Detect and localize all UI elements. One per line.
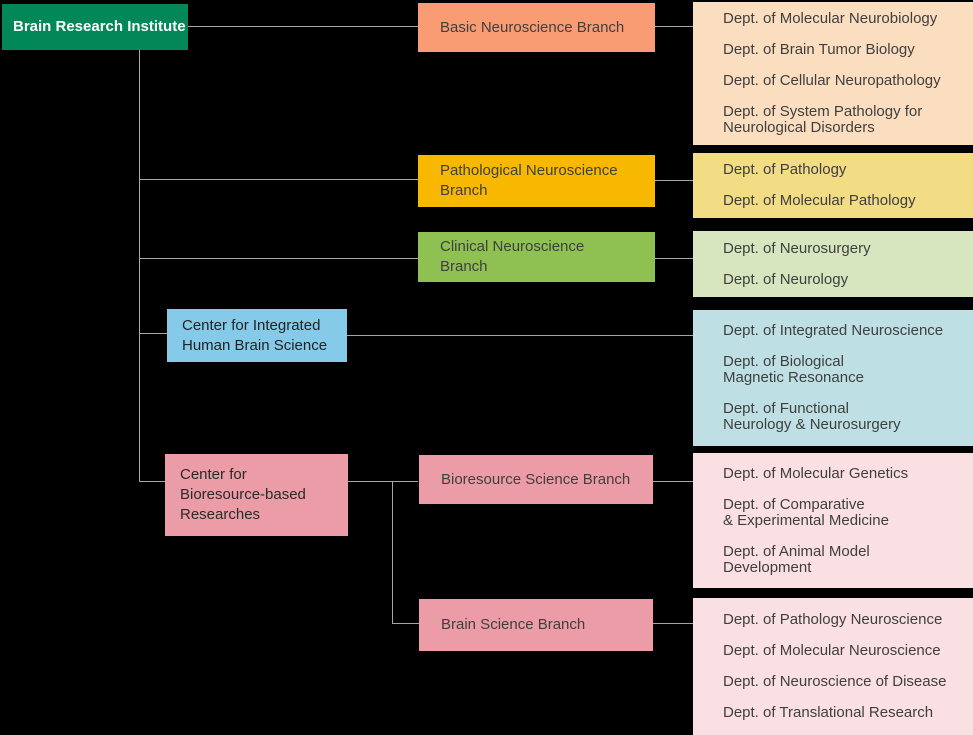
connector-clinical-to-list xyxy=(655,258,693,259)
connector-trunk-to-pathological xyxy=(139,179,418,180)
branch-node-bioresource-science: Bioresource Science Branch xyxy=(419,455,653,504)
connector-brainscience-to-list xyxy=(653,623,693,624)
branch-node-brain-science: Brain Science Branch xyxy=(419,599,653,651)
dept-item: Dept. of Molecular Genetics xyxy=(723,464,909,482)
branch-node-clinical-neuroscience: Clinical Neuroscience Branch xyxy=(418,232,655,282)
center-node-integrated-human-brain-science: Center for Integrated Human Brain Scienc… xyxy=(167,309,347,362)
dept-item: Dept. of Comparative & Experimental Medi… xyxy=(723,495,889,529)
center-node-bioresource-based-researches: Center for Bioresource-based Researches xyxy=(165,454,348,536)
connector-bioscience-to-list xyxy=(653,481,693,482)
dept-item: Dept. of Integrated Neuroscience xyxy=(723,322,944,339)
dept-item: Dept. of Neurosurgery xyxy=(723,239,871,257)
branch-node-basic-neuroscience: Basic Neuroscience Branch xyxy=(418,3,655,52)
branch-node-label: Brain Science Branch xyxy=(441,616,586,633)
dept-item: Dept. of Translational Research xyxy=(723,704,934,721)
connector-trunk-to-biocenter xyxy=(139,481,165,482)
dept-item: Dept. of System Pathology for Neurologic… xyxy=(723,103,923,136)
root-node-brain-research-institute: Brain Research Institute xyxy=(2,4,188,50)
connector-trunk-vertical xyxy=(139,50,140,482)
dept-item: Dept. of Molecular Neuroscience xyxy=(723,642,941,659)
connector-trunk-to-integrated xyxy=(139,333,167,334)
dept-item: Dept. of Pathology Neuroscience xyxy=(723,611,943,628)
dept-item: Dept. of Molecular Neurobiology xyxy=(723,10,938,27)
center-node-label: Center for Integrated Human Brain Scienc… xyxy=(182,316,328,354)
connector-biocenter-to-bioscience xyxy=(348,481,418,482)
dept-list-bioresource-science: Dept. of Molecular Genetics Dept. of Com… xyxy=(693,453,973,588)
dept-item: Dept. of Animal Model Development xyxy=(723,542,870,576)
dept-item: Dept. of Functional Neurology & Neurosur… xyxy=(723,400,901,433)
branch-node-label: Clinical Neuroscience Branch xyxy=(440,238,585,275)
branch-node-label: Basic Neuroscience Branch xyxy=(440,18,625,36)
branch-node-label: Pathological Neuroscience Branch xyxy=(440,162,618,199)
dept-item: Dept. of Cellular Neuropathology xyxy=(723,72,941,89)
branch-node-label: Bioresource Science Branch xyxy=(441,470,631,488)
center-node-label: Center for Bioresource-based Researches xyxy=(180,466,306,523)
connector-root-to-basic xyxy=(188,26,418,27)
dept-item: Dept. of Biological Magnetic Resonance xyxy=(723,353,864,386)
dept-list-clinical-neuroscience: Dept. of Neurosurgery Dept. of Neurology xyxy=(693,231,973,297)
dept-list-pathological-neuroscience: Dept. of Pathology Dept. of Molecular Pa… xyxy=(693,153,973,218)
branch-node-pathological-neuroscience: Pathological Neuroscience Branch xyxy=(418,155,655,207)
connector-biocenter-vertical xyxy=(392,481,393,624)
dept-item: Dept. of Neurology xyxy=(723,270,849,288)
dept-item: Dept. of Neuroscience of Disease xyxy=(723,673,947,690)
root-node-label: Brain Research Institute xyxy=(13,18,186,35)
connector-integrated-to-list xyxy=(347,335,693,336)
dept-item: Dept. of Pathology xyxy=(723,161,847,178)
dept-list-brain-science: Dept. of Pathology Neuroscience Dept. of… xyxy=(693,598,973,735)
dept-list-integrated-human-brain-science: Dept. of Integrated Neuroscience Dept. o… xyxy=(693,310,973,446)
dept-list-basic-neuroscience: Dept. of Molecular Neurobiology Dept. of… xyxy=(693,2,973,145)
connector-elbow-to-brainscience xyxy=(392,623,419,624)
dept-item: Dept. of Molecular Pathology xyxy=(723,192,916,209)
connector-pathological-to-list xyxy=(655,180,693,181)
dept-item: Dept. of Brain Tumor Biology xyxy=(723,41,915,58)
connector-trunk-to-clinical xyxy=(139,258,418,259)
connector-basic-to-list xyxy=(655,26,693,27)
